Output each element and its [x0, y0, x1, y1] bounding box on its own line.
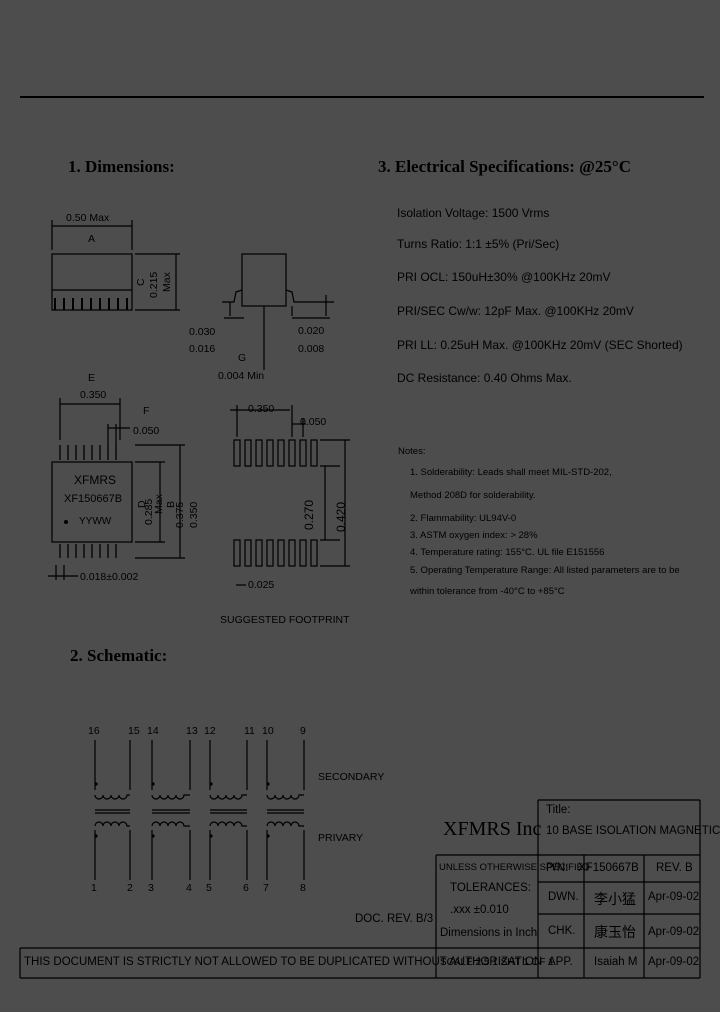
secondary-label: SECONDARY — [318, 771, 385, 783]
fp-width: 0.350 — [248, 403, 275, 415]
note-line: 4. Temperature rating: 155°C. UL file E1… — [410, 547, 605, 558]
pin-label: 3 — [148, 882, 154, 894]
part-brand: XFMRS — [74, 473, 116, 487]
note-line: 3. ASTM oxygen index: > 28% — [410, 530, 538, 541]
chk-signature: 康玉怡 — [594, 924, 636, 940]
top-border-line — [20, 96, 704, 98]
dim-b-value1: 0.375 — [174, 501, 186, 528]
dimensions-heading: 1. Dimensions: — [68, 157, 175, 176]
pin-label: 14 — [147, 725, 159, 737]
pin-label: 13 — [186, 725, 198, 737]
pin-label: 7 — [263, 882, 269, 894]
lead-width: 0.018±0.002 — [80, 571, 139, 583]
date-code: YYWW — [79, 516, 112, 527]
dim-c-value: 0.215 — [148, 271, 160, 298]
dim-g-letter: G — [238, 352, 247, 364]
dwn-date: Apr-09-02 — [648, 891, 700, 903]
pin-label: 8 — [300, 882, 306, 894]
dim-c-max: Max — [161, 272, 173, 292]
spec-ll: PRI LL: 0.25uH Max. @100KHz 20mV (SEC Sh… — [397, 338, 683, 352]
spec-isolation: Isolation Voltage: 1500 Vrms — [397, 206, 550, 220]
note-line: within tolerance from -40°C to +85°C — [410, 586, 565, 597]
company-name: XFMRS Inc — [443, 818, 542, 840]
fp-pad: 0.025 — [248, 579, 275, 591]
electrical-heading: 3. Electrical Specifications: @25°C — [378, 157, 632, 176]
pin-label: 1 — [91, 882, 97, 894]
lead-thickness-max: 0.030 — [189, 326, 216, 338]
unless-specified: UNLESS OTHERWISE SPECIFIED — [439, 862, 590, 873]
pn-label: P/N: — [546, 862, 569, 874]
dim-f-value: 0.050 — [133, 425, 160, 437]
pin-label: 12 — [204, 725, 216, 737]
fp-span2: 0.420 — [334, 501, 348, 532]
title-text: 10 BASE ISOLATION MAGNETICS — [546, 825, 720, 837]
dwn-label: DWN. — [548, 891, 579, 903]
app-name: Isaiah M — [594, 956, 638, 968]
scale-sheet: SCALE 2.5:1 SHT 1 OF 1 — [440, 957, 554, 968]
note-line: Method 208D for solderability. — [410, 490, 536, 501]
standoff-min: 0.008 — [298, 343, 325, 355]
lead-thickness-min: 0.016 — [189, 343, 216, 355]
pin-label: 10 — [262, 725, 274, 737]
dim-e-letter: E — [88, 372, 96, 384]
fp-pitch: 0.050 — [300, 416, 327, 428]
pin-label: 4 — [186, 882, 192, 894]
notes-title: Notes: — [398, 446, 426, 457]
pin-label: 9 — [300, 725, 306, 737]
pin-label: 16 — [88, 725, 100, 737]
dwn-signature: 李小猛 — [594, 891, 636, 907]
dim-c-letter: C — [135, 278, 147, 286]
revision: REV. B — [656, 862, 693, 874]
standoff-max: 0.020 — [298, 325, 325, 337]
note-line: 1. Solderability: Leads shall meet MIL-S… — [410, 467, 612, 478]
footprint-label: SUGGESTED FOOTPRINT — [220, 614, 350, 626]
pin-label: 11 — [244, 725, 255, 737]
pin-label: 6 — [243, 882, 249, 894]
title-label: Title: — [546, 804, 571, 816]
dim-e-value: 0.350 — [80, 389, 107, 401]
schematic-heading: 2. Schematic: — [70, 646, 168, 665]
pin-label: 5 — [206, 882, 212, 894]
pn-value: XF150667B — [578, 862, 639, 874]
pin-label: 15 — [128, 725, 140, 737]
footer-notice: THIS DOCUMENT IS STRICTLY NOT ALLOWED TO… — [24, 956, 543, 968]
primary-label: PRIVARY — [318, 832, 364, 844]
pin-label: 2 — [127, 882, 133, 894]
chk-label: CHK. — [548, 925, 576, 937]
spec-dcr: DC Resistance: 0.40 Ohms Max. — [397, 371, 572, 385]
dimensions-units: Dimensions in Inch — [440, 927, 538, 939]
spec-cww: PRI/SEC Cw/w: 12pF Max. @100KHz 20mV — [397, 304, 634, 318]
doc-revision: DOC. REV. B/3 — [355, 913, 434, 925]
fp-span1: 0.270 — [302, 499, 316, 530]
dim-a-value: 0.50 Max — [66, 212, 110, 224]
note-line: 2. Flammability: UL94V-0 — [410, 513, 517, 524]
dim-a-letter: A — [88, 233, 96, 245]
app-date: Apr-09-02 — [648, 956, 700, 968]
dim-b-value2: 0.350 — [188, 501, 200, 528]
chk-date: Apr-09-02 — [648, 926, 700, 938]
dim-f-letter: F — [143, 405, 150, 417]
spec-ocl: PRI OCL: 150uH±30% @100KHz 20mV — [397, 270, 611, 284]
spec-turns-ratio: Turns Ratio: 1:1 ±5% (Pri/Sec) — [397, 237, 560, 251]
dim-g-value: 0.004 Min — [218, 370, 265, 382]
app-label: APP. — [548, 956, 573, 968]
part-number: XF150667B — [64, 493, 123, 505]
dim-d-max: Max — [153, 494, 165, 514]
tolerances-label: TOLERANCES: — [450, 882, 531, 894]
note-line: 5. Operating Temperature Range: All list… — [410, 565, 680, 576]
tolerance-xxx: .xxx ±0.010 — [450, 904, 509, 916]
